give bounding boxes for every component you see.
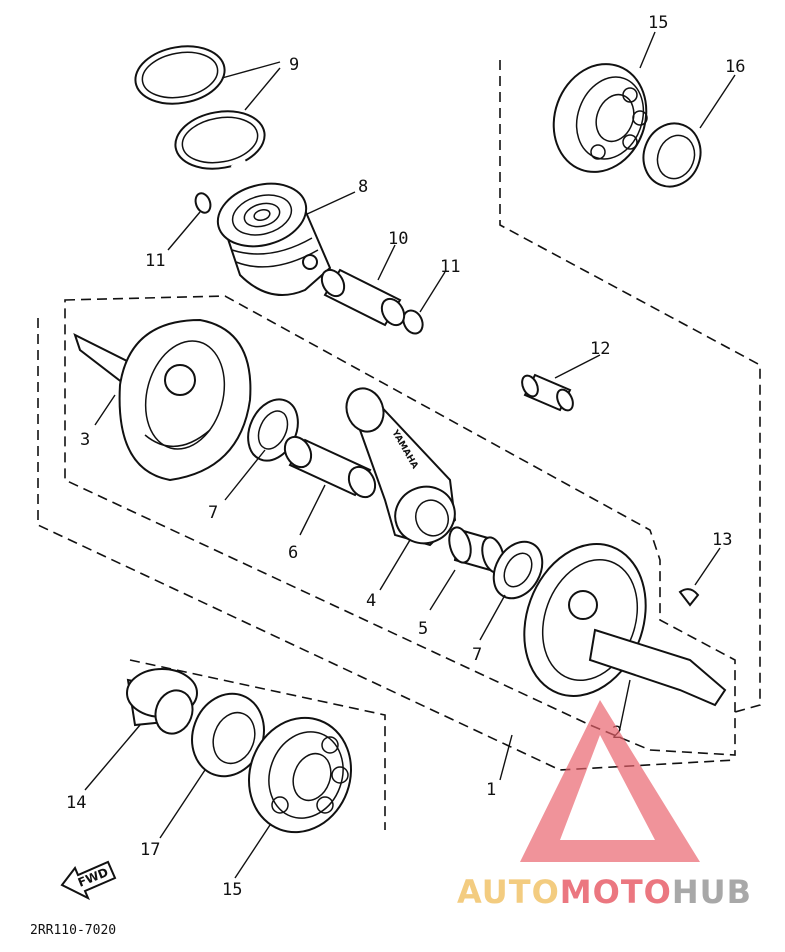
leader-lines <box>84 31 736 879</box>
callout-13: 13 <box>712 530 732 550</box>
crank-half-left <box>73 318 252 482</box>
woodruff-key <box>678 588 700 607</box>
bearing-lower <box>247 716 353 834</box>
piston-pin <box>320 268 406 327</box>
callout-3: 3 <box>80 430 90 450</box>
brand-part-3: HUB <box>672 873 752 911</box>
forward-arrow-icon: FWD <box>60 860 117 901</box>
piston-rings <box>134 45 266 171</box>
brand-part-2: MOTO <box>560 873 672 911</box>
thrust-washer-right <box>492 540 544 600</box>
circlips <box>194 192 424 335</box>
bearing-boundary <box>499 60 761 713</box>
callout-8: 8 <box>358 177 368 197</box>
svg-text:AUTOMOTOHUB: AUTOMOTOHUB <box>457 873 752 911</box>
watermark-triangle-icon <box>520 700 700 862</box>
callout-11-left: 11 <box>145 251 165 271</box>
callouts: 1 2 3 4 5 6 7 7 8 9 10 11 11 12 13 14 15… <box>66 13 745 900</box>
callout-7-right: 7 <box>472 645 482 665</box>
lower-bearing-boundary <box>129 659 386 830</box>
callout-10: 10 <box>388 229 408 249</box>
spacer-collar <box>126 668 198 735</box>
callout-5: 5 <box>418 619 428 639</box>
bearing-top <box>552 63 648 173</box>
connecting-rod: YAMAHA <box>345 387 457 547</box>
callout-6: 6 <box>288 543 298 563</box>
callout-14: 14 <box>66 793 86 813</box>
callout-7-left: 7 <box>208 503 218 523</box>
callout-9: 9 <box>289 55 299 75</box>
callout-1: 1 <box>486 780 496 800</box>
assembly-boundary <box>64 295 736 756</box>
callout-15-bottom: 15 <box>222 880 242 900</box>
oil-seal-top <box>642 122 702 188</box>
crank-half-right <box>523 543 727 707</box>
callout-16: 16 <box>725 57 745 77</box>
brand-part-1: AUTO <box>457 873 560 911</box>
callout-12: 12 <box>590 339 610 359</box>
piston <box>216 182 332 296</box>
outer-boundary <box>37 318 736 771</box>
callout-11-right: 11 <box>440 257 460 277</box>
small-end-bearing <box>521 373 574 412</box>
callout-15-top: 15 <box>648 13 668 33</box>
watermark-logo: AUTOMOTOHUB <box>457 700 752 911</box>
callout-4: 4 <box>366 591 376 611</box>
drawing-code: 2RR110-7020 <box>30 923 116 938</box>
callout-17: 17 <box>140 840 160 860</box>
crank-pin <box>283 435 377 499</box>
